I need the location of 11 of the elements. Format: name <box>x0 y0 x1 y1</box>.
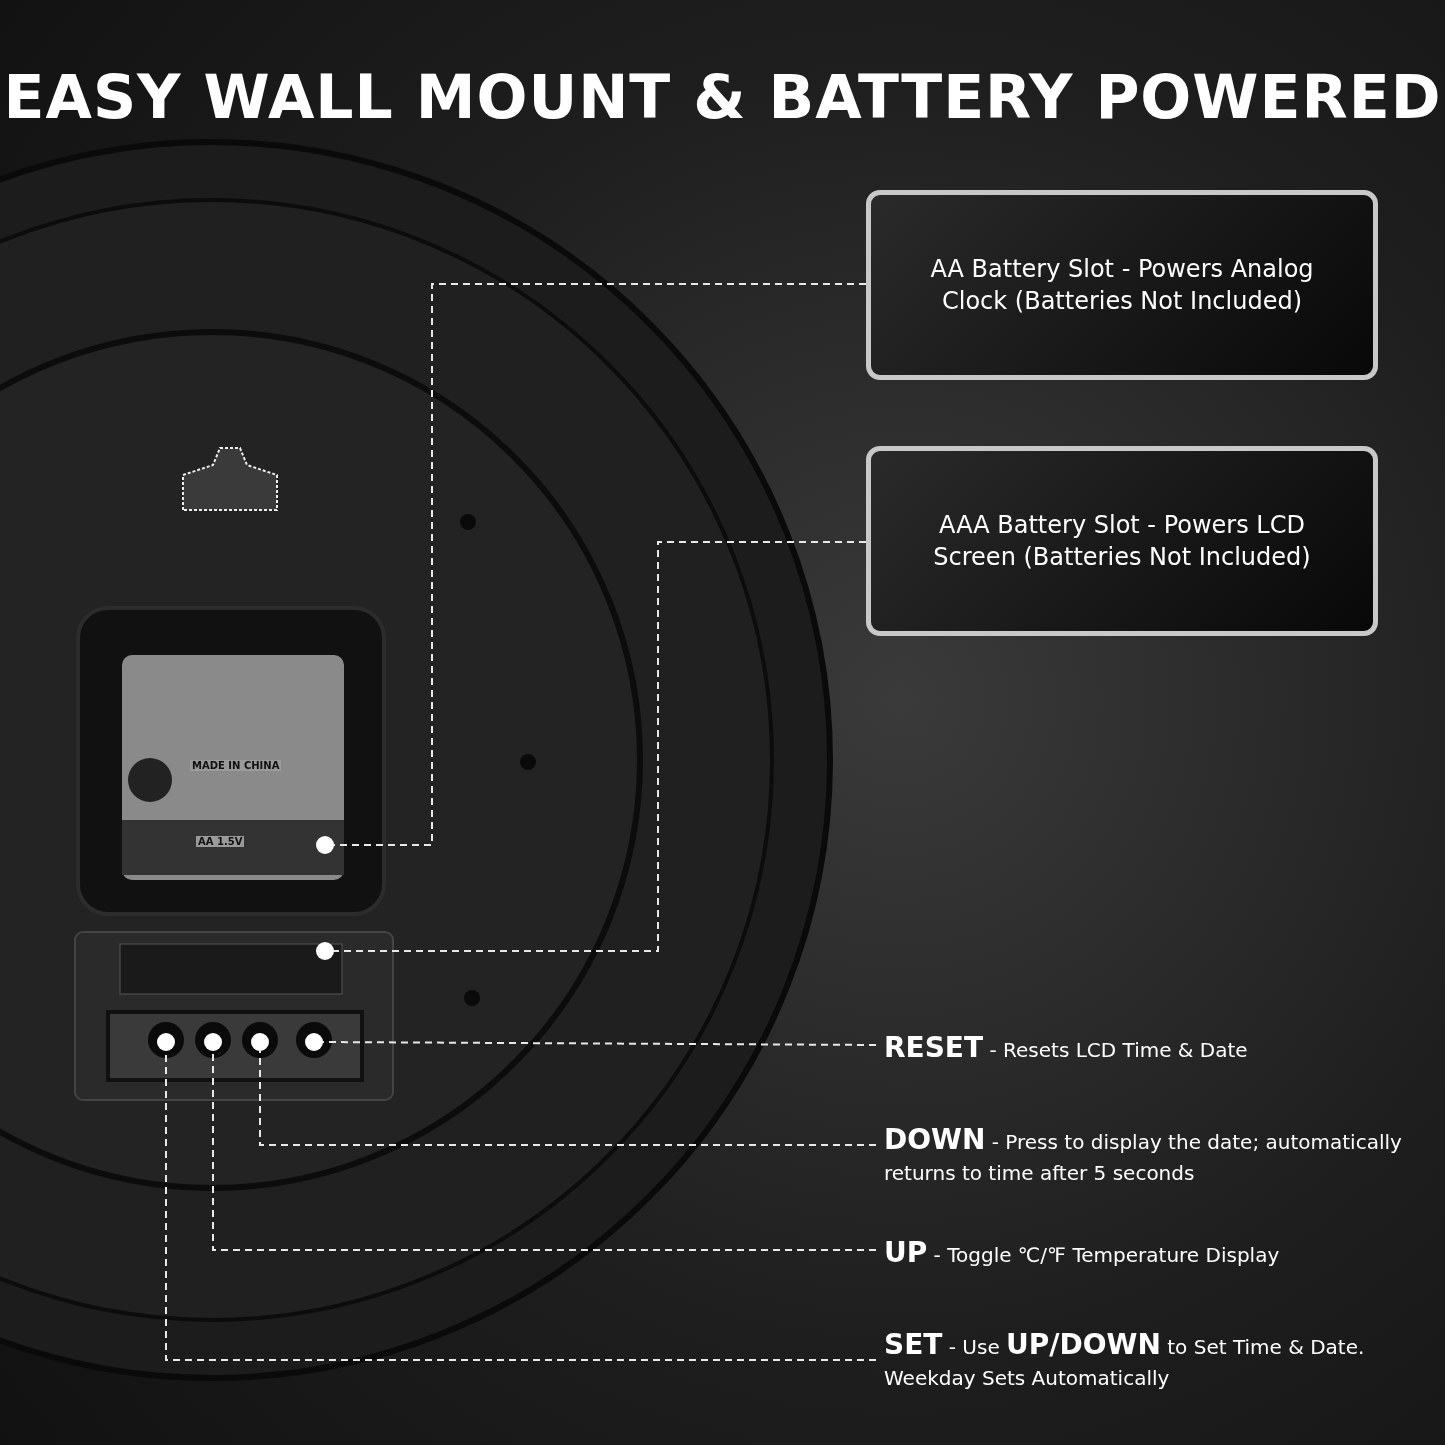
callout-text: SET - Use UP/DOWN to Set Time & Date. Weekday Sets Automatically <box>884 1325 1424 1393</box>
page-title: EASY WALL MOUNT & BATTERY POWERED <box>2 62 1443 132</box>
callout-text: RESET - Resets LCD Time & Date <box>884 1028 1424 1068</box>
printed-label: MADE IN CHINA <box>190 760 282 771</box>
leader-line <box>259 1050 877 1146</box>
callout-text: DOWN - Press to display the date; automatically returns to time after 5 seconds <box>884 1120 1429 1188</box>
callout-box: AA Battery Slot - Powers Analog Clock (Batteries Not Included) <box>866 190 1378 380</box>
leader-line <box>333 541 867 952</box>
callout-text: UP - Toggle ℃/℉ Temperature Display <box>884 1233 1424 1273</box>
printed-label: AA 1.5V <box>196 836 245 847</box>
callout-box: AAA Battery Slot - Powers LCD Screen (Batteries Not Included) <box>866 446 1378 636</box>
